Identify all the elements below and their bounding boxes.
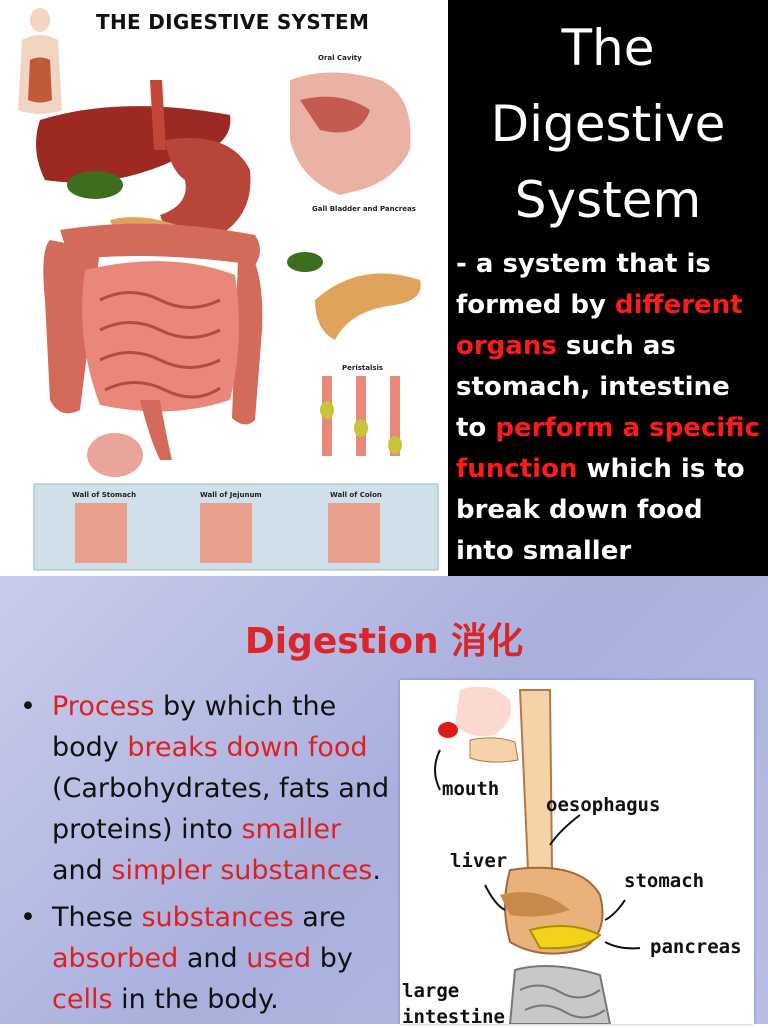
slide-title-line-2: Digestive [490,95,726,153]
transverse-colon [60,223,260,265]
label-large: large [402,980,460,1002]
b2-red-1: substances [141,902,294,933]
diagram-illustration [434,686,641,1024]
bolus-1 [320,401,334,419]
arrow-liver [484,884,506,911]
anatomy-illustration: Oral Cavity Gall Bladder and Pancreas Pe… [18,8,439,571]
bullet-item-2: •These substances are absorbed and used … [20,897,390,1020]
slide-title-line-3: System [514,171,702,229]
arrow-pancreas [604,941,641,950]
rectum-shape [140,400,172,460]
arrow-mouth [434,749,441,791]
gall-inset-shape [287,252,323,272]
wall-colon-title: Wall of Colon [330,491,382,499]
wall-colon-shape [328,503,380,563]
b1-text-3: and [52,855,112,886]
bottom-slide: Digestion 消化 • Process by which the body… [0,576,768,1028]
bullet-dot-2: • [20,902,36,933]
b1-text-1: by which the body [52,691,337,763]
gallbladder-shape [67,171,123,199]
section-title: Digestion 消化 [244,621,524,662]
wall-stomach-shape [75,503,127,563]
top-slide: THE DIGESTIVE SYSTEM [0,0,768,607]
b1-red-3: smaller [241,814,342,845]
descending-colon [232,240,263,425]
bolus-2 [354,419,368,437]
label-mouth: mouth [442,778,500,800]
b1-text-4: . [372,855,381,886]
pancreas-inset-shape [315,273,421,340]
b2-text-3: and [178,943,247,974]
esophagus-shape [150,80,166,150]
head-shape [455,686,511,737]
desc-red-1: different organs [456,290,743,361]
title-panel: The Digestive System - a system that is … [448,0,768,607]
label-liver: liver [450,850,508,872]
bolus-3 [388,436,402,454]
arrow-oesophagus [549,814,581,846]
b2-text-5: in the body. [112,984,279,1015]
intestine-loops [519,984,606,1019]
liver-diagram-shape [500,892,570,917]
system-description: - a system that is formed by different o… [456,244,766,613]
bullet-list: • Process by which the body breaks down … [20,686,390,1026]
oral-cavity-title: Oral Cavity [318,54,362,62]
b2-red-4: cells [52,984,113,1015]
peristalsis-tube-2 [356,376,366,456]
arrow-stomach [604,899,626,921]
label-oesophagus: oesophagus [546,794,661,816]
gall-pancreas-title: Gall Bladder and Pancreas [312,205,416,213]
desc-red-2: perform a specific function [456,413,760,484]
small-intestine [82,261,239,412]
mouth-red-shape [438,722,458,738]
bullet-item-1: • Process by which the body breaks down … [20,686,390,891]
b2-text-4: by [311,943,353,974]
rectum-inset [87,433,143,477]
b1-red-1: Process [52,691,155,722]
bullet-dot-1: • [20,691,36,722]
b2-red-3: used [246,943,312,974]
b1-text-2: (Carbohydrates, fats and proteins) into [52,773,390,845]
wall-stomach-title: Wall of Stomach [72,491,136,499]
oral-cavity-shape [290,72,411,195]
slide-title: The Digestive System [448,10,768,238]
b1-red-2: breaks down food [127,732,368,763]
slide-title-line-1: The [561,19,655,77]
desc-part-1: - a system that is formed by [456,249,711,320]
anatomy-poster: THE DIGESTIVE SYSTEM [0,0,448,576]
b2-text-1: These [52,902,142,933]
label-intestine: intestine [402,1006,505,1028]
oesophagus-shape [518,689,554,871]
peristalsis-tube-3 [390,376,400,456]
label-pancreas: pancreas [650,936,742,958]
label-stomach: stomach [624,870,705,892]
throat-shape [469,737,519,763]
b2-text-2: are [293,902,346,933]
intestine-diagram-shape [508,965,612,1024]
body-head [30,8,50,32]
digestive-diagram: mouth oesophagus liver stomach pancreas … [400,680,754,1028]
intestine-folds [99,291,221,399]
liver-shape [36,106,231,183]
desc-part-2: such as stomach, intestine to [456,331,730,443]
peristalsis-title: Peristalsis [342,364,383,372]
wall-jejunum-title: Wall of Jejunum [200,491,262,499]
poster-title: THE DIGESTIVE SYSTEM [96,10,370,34]
wall-jejunum-shape [200,503,252,563]
tongue-shape [300,96,370,133]
pancreas-diagram-shape [528,925,602,950]
b2-red-2: absorbed [52,943,179,974]
body-organs [28,57,52,103]
stomach-shape [160,138,251,241]
b1-red-4: simpler substances [111,855,373,886]
